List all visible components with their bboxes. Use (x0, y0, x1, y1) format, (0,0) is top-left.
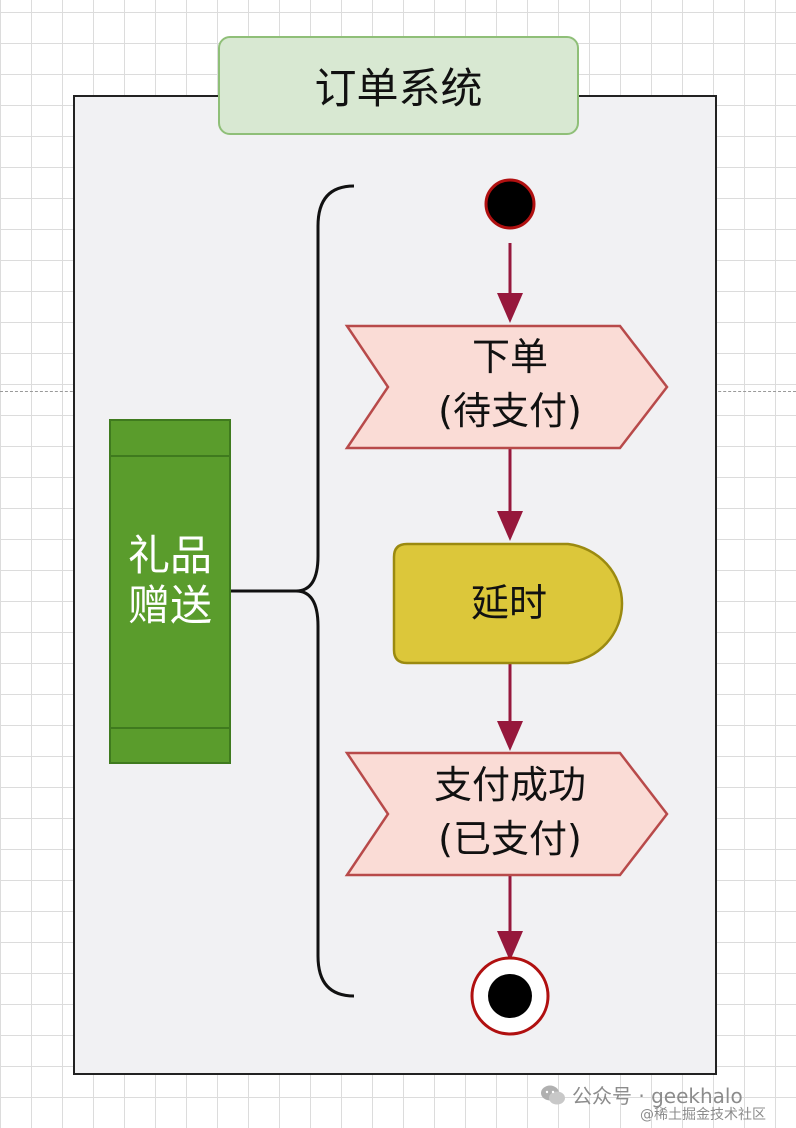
gift-label: 礼品 赠送 (111, 531, 229, 631)
order-node-line1: 下单 (471, 335, 548, 379)
gift-label-line2: 赠送 (127, 581, 212, 630)
watermark: 公众号 · geekhalo (540, 1080, 743, 1109)
delay-node-text: 延时 (470, 581, 547, 625)
paid-node-line1: 支付成功 (433, 763, 586, 807)
curly-brace (295, 184, 355, 998)
delay-shape (392, 542, 624, 665)
gift-component: 礼品 赠送 (109, 419, 231, 764)
paid-signal-shape (344, 751, 669, 877)
order-node-line2: (待支付) (438, 389, 582, 433)
diagram-title-text: 订单系统 (314, 64, 483, 113)
end-node (470, 956, 550, 1036)
start-node (484, 178, 536, 230)
wechat-icon (541, 1085, 565, 1104)
order-node-label: 下单 (待支付) (380, 330, 640, 438)
paid-node-line2: (已支付) (438, 817, 582, 861)
gift-bottom-divider (111, 727, 229, 729)
watermark-text: 公众号 · geekhalo (572, 1084, 743, 1108)
arrow-paid-to-end (497, 875, 523, 961)
delay-node-label: 延时 (394, 576, 624, 630)
gift-top-divider (111, 455, 229, 457)
watermark-subtext: @稀土掘金技术社区 (640, 1107, 766, 1123)
arrow-order-to-delay (497, 448, 523, 541)
order-signal-shape (344, 324, 669, 450)
arrow-start-to-order (497, 243, 523, 323)
arrow-delay-to-paid (497, 663, 523, 751)
gift-label-line1: 礼品 (127, 531, 212, 580)
diagram-title: 订单系统 (218, 36, 579, 135)
paid-node-label: 支付成功 (已支付) (380, 758, 640, 866)
